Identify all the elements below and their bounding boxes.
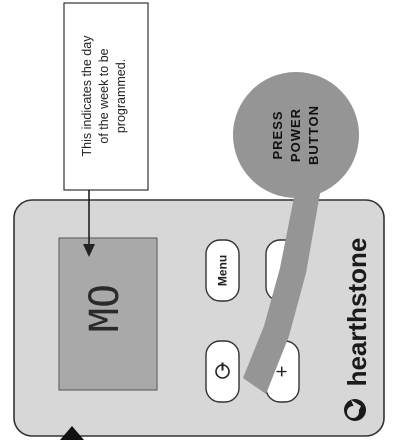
press-power-balloon: PRESS POWER BUTTON (233, 72, 359, 394)
power-button[interactable] (205, 340, 240, 403)
callout-arrow (83, 190, 95, 257)
callout-line-1: This indicates the day (80, 35, 94, 157)
lcd-display: MO (58, 237, 158, 391)
instruction-line-3: BUTTON (306, 105, 321, 165)
callout-box: This indicates the day of the week to be… (63, 2, 149, 191)
hearthstone-logo-icon (344, 399, 366, 421)
menu-button[interactable]: Menu (205, 239, 240, 302)
plus-button-label: + (272, 366, 294, 378)
pointer-triangle-icon (60, 426, 84, 440)
day-code: MO (82, 284, 128, 332)
balloon-stem (243, 182, 321, 394)
balloon-circle (233, 72, 359, 198)
brand-name: hearthstone (342, 238, 372, 387)
instruction-line-2: POWER (288, 108, 303, 162)
brand: hearthstone (342, 238, 372, 421)
instruction-line-1: PRESS (270, 110, 285, 159)
callout-line-2: of the week to be (97, 48, 111, 143)
power-icon (215, 362, 230, 379)
callout-line-3: programmed. (114, 59, 128, 133)
menu-button-label: Menu (216, 255, 230, 286)
